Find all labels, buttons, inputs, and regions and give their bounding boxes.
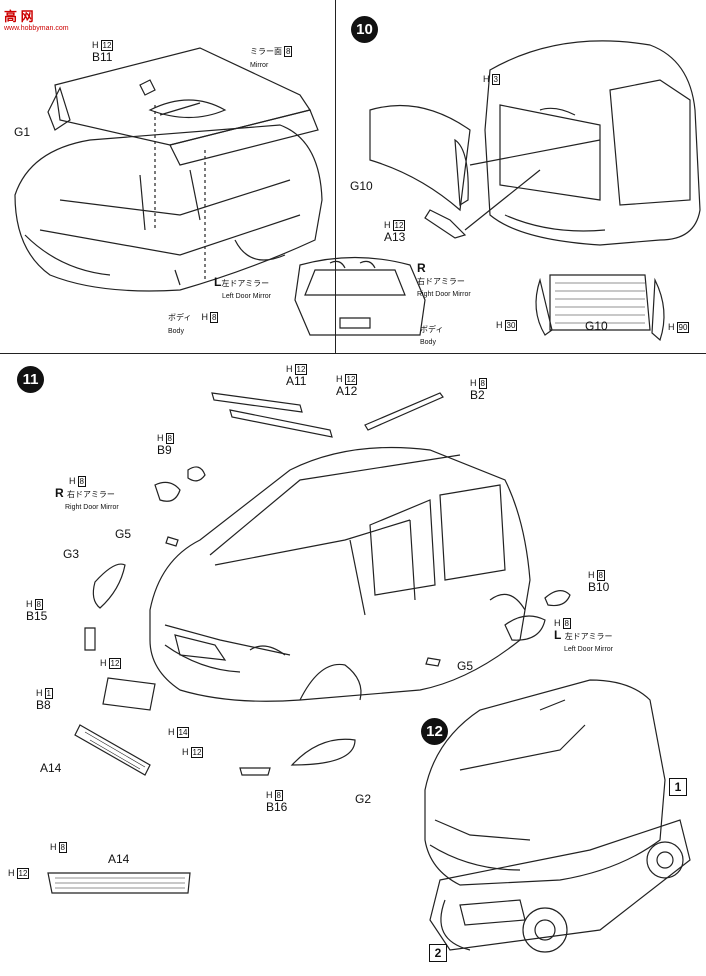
step12-drawing (424, 679, 691, 953)
section-divider (0, 353, 706, 354)
sub-step-box-1: 1 (669, 778, 687, 796)
part-callout-g2: G2 (355, 792, 372, 806)
part-callout-a14: A14 (40, 761, 62, 775)
sub-step-box-2: 2 (429, 944, 447, 962)
section-divider-vertical (335, 0, 336, 353)
part-callout-g3: G3 (63, 547, 80, 561)
part-callout-g1: G1 (14, 125, 31, 139)
part-callout-right-mirror: R 右ドアミラー Right Door Mirror (417, 261, 471, 298)
part-callout-body-10: ボディ Body (420, 325, 444, 346)
part-callout-g5-b: G5 (457, 659, 474, 673)
part-callout-g10-detail: G10 (585, 319, 608, 333)
part-callout-g5-a: G5 (115, 527, 132, 541)
step10-drawing (294, 40, 701, 342)
step-number-10: 10 (351, 16, 378, 43)
step-number-11: 11 (17, 366, 44, 393)
part-callout-g10: G10 (350, 179, 373, 193)
step-number-12: 12 (421, 718, 448, 745)
step11-drawing (47, 392, 571, 894)
step9-drawing (14, 47, 323, 292)
part-callout-a14-detail: A14 (108, 852, 130, 866)
watermark-logo: 高 网 www.hobbyman.com (4, 9, 69, 32)
part-callout-left-mirror: L左ドアミラー Left Door Mirror (214, 275, 272, 300)
